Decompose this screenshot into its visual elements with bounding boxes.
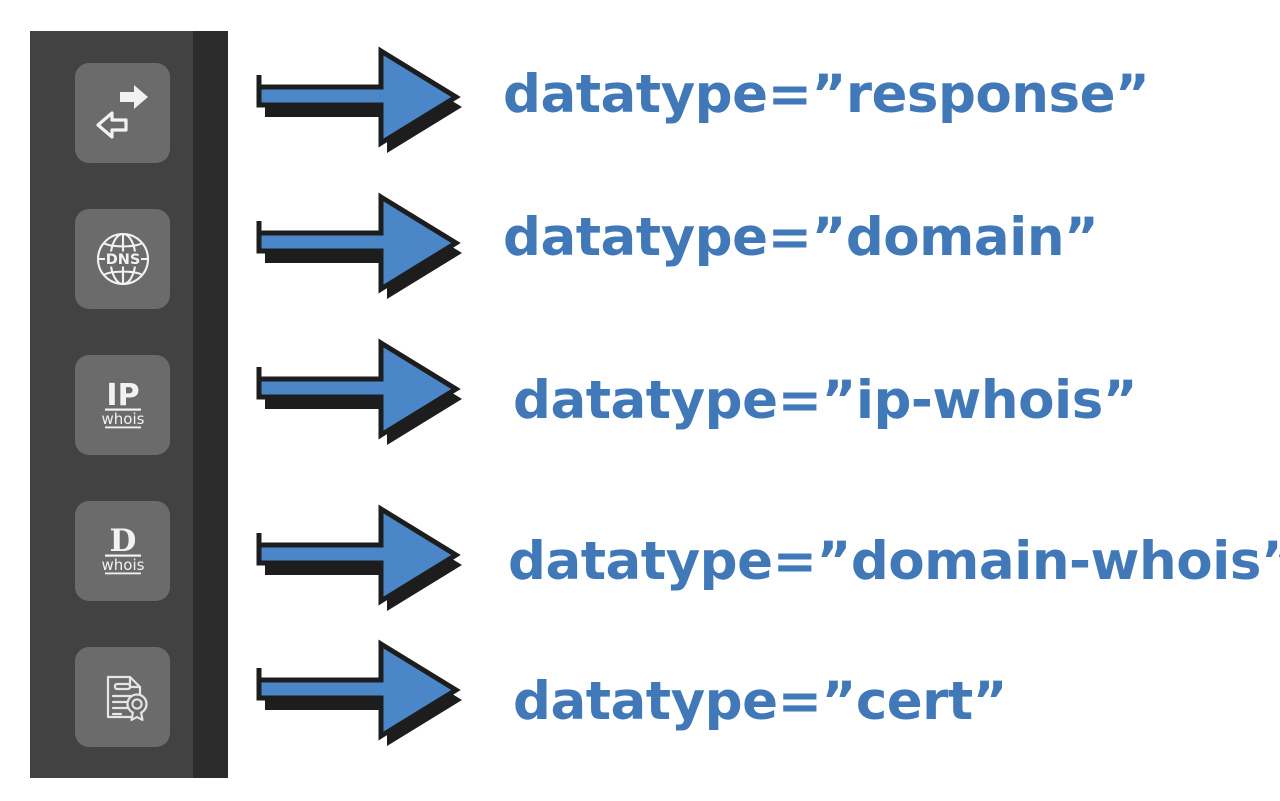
domain-whois-icon: D whois xyxy=(90,518,156,584)
annotation-arrow-domain-whois xyxy=(252,500,467,620)
dns-globe-text: DNS xyxy=(105,252,140,268)
datatype-label-domain: datatype=”domain” xyxy=(503,207,1099,268)
sidebar-tile-rail: DNS IP whois D whois xyxy=(30,31,193,778)
domain-whois-primary-text: D xyxy=(109,523,136,559)
ip-whois-primary-text: IP xyxy=(106,378,139,413)
ip-whois-secondary-text: whois xyxy=(101,410,144,428)
datatype-label-response: datatype=”response” xyxy=(503,64,1150,125)
dns-globe-icon: DNS xyxy=(90,226,156,292)
annotation-arrow-domain xyxy=(252,188,467,308)
datatype-label-cert: datatype=”cert” xyxy=(513,671,1007,732)
annotation-arrow-cert xyxy=(252,635,467,755)
sidebar-panel: DNS IP whois D whois xyxy=(30,31,228,778)
ip-whois-icon: IP whois xyxy=(90,372,156,438)
sidebar-item-domain-whois[interactable]: D whois xyxy=(75,501,170,601)
request-response-arrows-icon xyxy=(90,80,156,146)
datatype-label-ip-whois: datatype=”ip-whois” xyxy=(513,370,1138,431)
domain-whois-secondary-text: whois xyxy=(101,556,144,574)
certificate-seal-icon xyxy=(125,693,148,722)
datatype-label-domain-whois: datatype=”domain-whois” xyxy=(508,531,1280,592)
certificate-document-icon xyxy=(90,664,156,730)
sidebar-scrollbar[interactable] xyxy=(193,31,228,778)
sidebar-item-cert[interactable] xyxy=(75,647,170,747)
sidebar-item-response[interactable] xyxy=(75,63,170,163)
sidebar-item-domain[interactable]: DNS xyxy=(75,209,170,309)
annotation-arrow-ip-whois xyxy=(252,334,467,454)
sidebar-item-ip-whois[interactable]: IP whois xyxy=(75,355,170,455)
annotation-arrow-response xyxy=(252,42,467,162)
